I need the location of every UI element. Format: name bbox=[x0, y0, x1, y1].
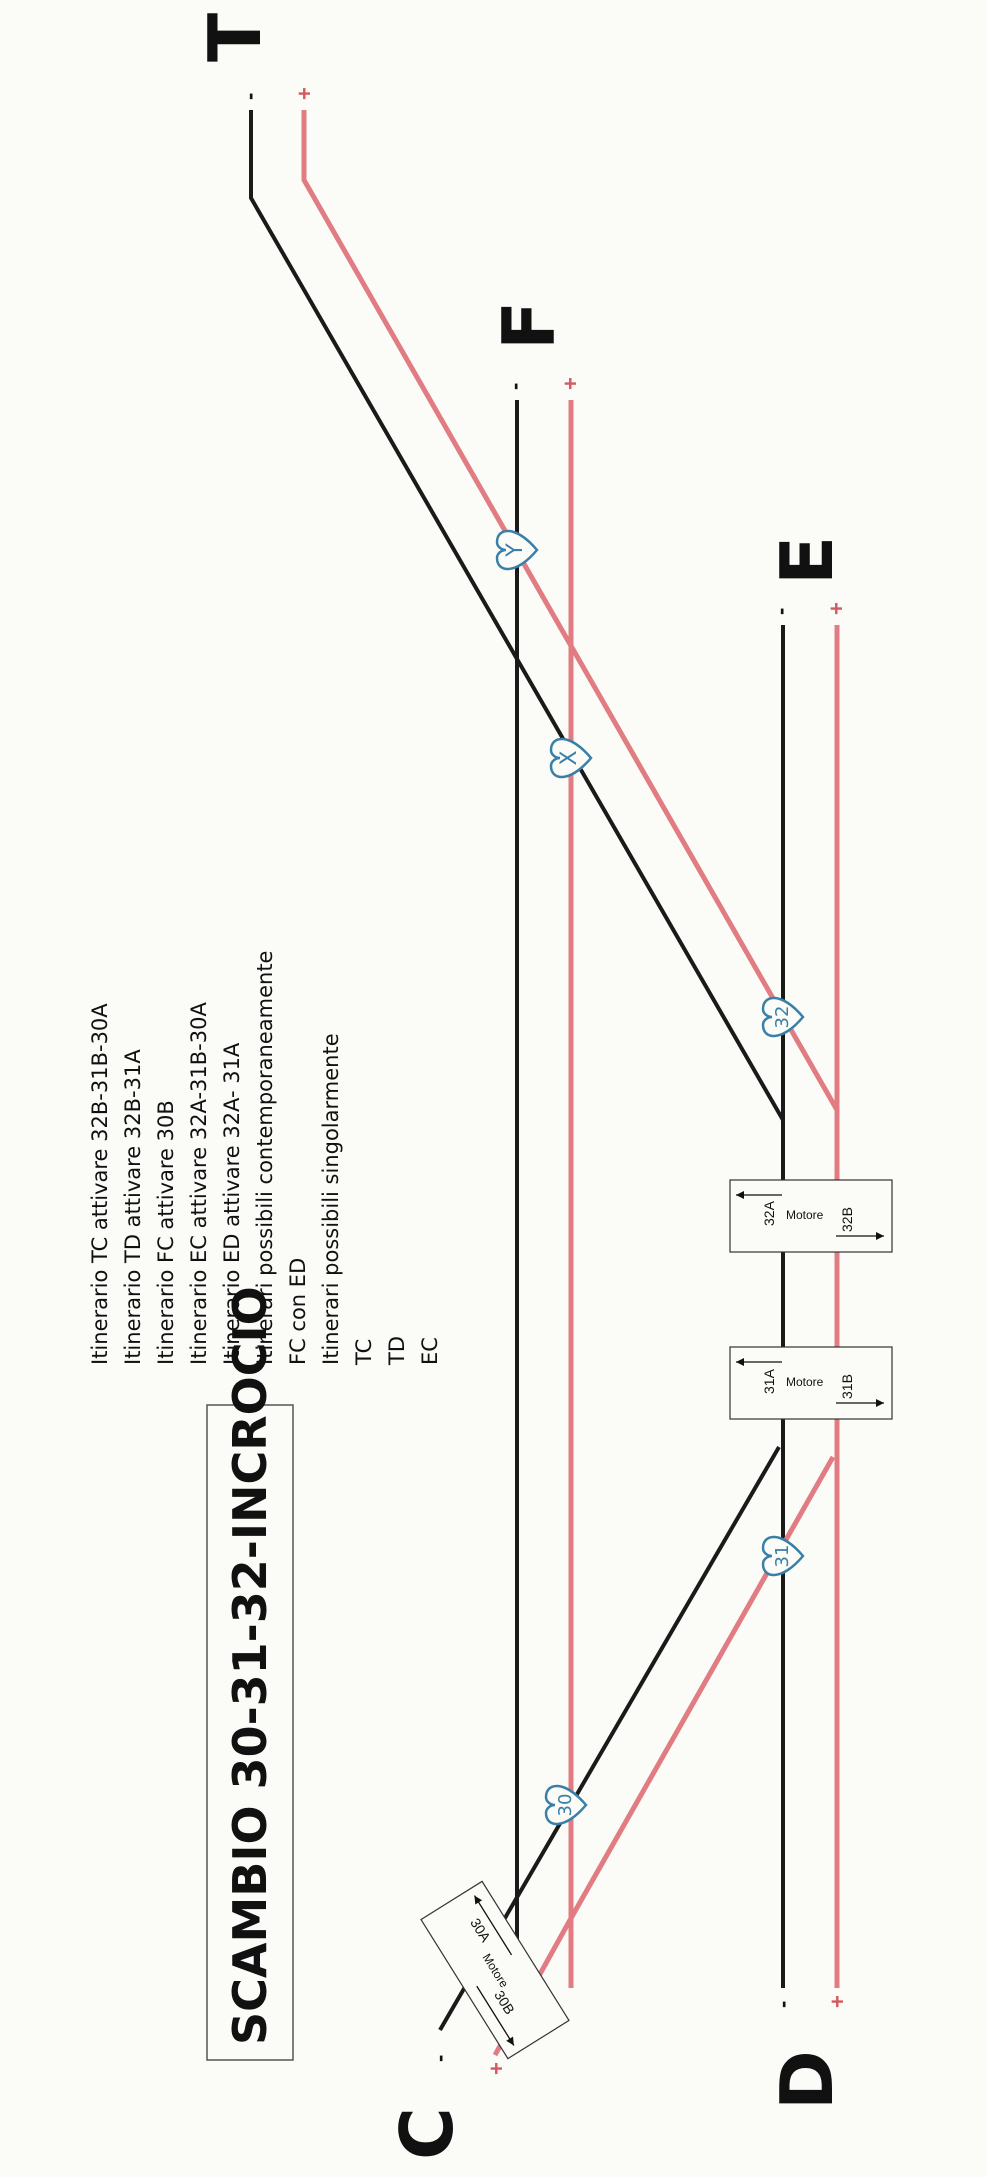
heart-icon bbox=[495, 529, 539, 571]
badge-31-label: 31 bbox=[772, 1545, 793, 1568]
heart-icon bbox=[544, 1784, 588, 1826]
motor-32-a-label: 32A bbox=[761, 1200, 777, 1226]
terminal-t-minus: - bbox=[237, 93, 262, 100]
motor-31-a-label: 31A bbox=[761, 1368, 777, 1394]
motor-32-label: Motore bbox=[786, 1208, 824, 1222]
motor-32: 32A Motore 32B bbox=[729, 1179, 893, 1253]
arrow-30a bbox=[473, 1895, 513, 1956]
rail-t-negative bbox=[249, 110, 785, 1121]
arrow-32a-head bbox=[736, 1191, 744, 1199]
page-title: SCAMBIO 30-31-32-INCROCIO bbox=[223, 1286, 277, 2045]
motor-31: 31A Motore 31B bbox=[729, 1346, 893, 1420]
negative-rails bbox=[249, 110, 785, 2032]
note-line: TD bbox=[385, 1336, 409, 1366]
terminal-f-minus: - bbox=[502, 383, 527, 390]
heart-icon bbox=[761, 1535, 805, 1577]
terminal-t: T - + bbox=[193, 13, 317, 100]
badge-y: Y bbox=[495, 529, 539, 571]
badge-32: 32 bbox=[761, 996, 805, 1038]
rail-t-positive bbox=[301, 110, 840, 1112]
arrow-32b-head bbox=[876, 1232, 884, 1240]
title-box: SCAMBIO 30-31-32-INCROCIO bbox=[206, 1286, 294, 2061]
motor-32-box bbox=[729, 1179, 893, 1253]
arrow-30a-head bbox=[474, 1895, 483, 1905]
motor-31-label: Motore bbox=[786, 1375, 824, 1389]
terminal-d-letter: D bbox=[765, 2050, 849, 2110]
arrow-30b-head bbox=[506, 2036, 514, 2046]
badge-30-label: 30 bbox=[555, 1794, 576, 1817]
terminal-c-letter: C bbox=[385, 2107, 469, 2160]
terminal-d-minus: - bbox=[770, 2001, 795, 2008]
terminal-e-plus: + bbox=[824, 602, 849, 615]
terminal-t-plus: + bbox=[292, 87, 317, 100]
arrow-31a-head bbox=[736, 1358, 744, 1366]
note-line: TC bbox=[352, 1339, 376, 1366]
terminal-c-minus: - bbox=[427, 2055, 452, 2062]
heart-icon bbox=[549, 737, 593, 779]
itinerary-notes: Itinerario TC attivare 32B-31B-30A Itine… bbox=[88, 951, 442, 1366]
terminal-f-letter: F bbox=[487, 301, 571, 350]
note-line: Itinerari possibili contemporaneamente bbox=[253, 951, 277, 1365]
badge-x: X bbox=[549, 737, 593, 779]
terminal-t-letter: T bbox=[193, 13, 277, 62]
motor-30: 30A Motore 30B bbox=[420, 1880, 570, 2060]
note-line: Itinerario ED attivare 32A- 31A bbox=[220, 1042, 244, 1365]
badge-x-label: X bbox=[557, 750, 582, 765]
note-line: FC con ED bbox=[286, 1258, 310, 1365]
motor-32-b-label: 32B bbox=[839, 1207, 855, 1232]
badge-30: 30 bbox=[544, 1784, 588, 1826]
arrow-31b-head bbox=[876, 1399, 884, 1407]
note-line: Itinerario EC attivare 32A-31B-30A bbox=[187, 1002, 211, 1365]
badge-32-label: 32 bbox=[772, 1006, 793, 1029]
note-line: EC bbox=[418, 1337, 442, 1365]
motor-31-b-label: 31B bbox=[839, 1374, 855, 1399]
terminal-c: C - + bbox=[385, 2055, 509, 2160]
motor-30-box bbox=[420, 1880, 570, 2060]
terminal-f: F - + bbox=[487, 301, 583, 390]
terminal-c-plus: + bbox=[484, 2062, 509, 2075]
terminal-d-plus: + bbox=[825, 1995, 850, 2008]
note-line: Itinerario TD attivare 32B-31A bbox=[121, 1049, 145, 1365]
terminal-f-plus: + bbox=[558, 377, 583, 390]
note-line: Itinerario FC attivare 30B bbox=[154, 1100, 178, 1365]
note-line: Itinerario TC attivare 32B-31B-30A bbox=[88, 1003, 112, 1365]
badge-31: 31 bbox=[761, 1535, 805, 1577]
badge-y-label: Y bbox=[503, 543, 528, 558]
terminal-d: D - + bbox=[765, 1995, 850, 2110]
heart-icon bbox=[761, 996, 805, 1038]
note-line: Itinerari possibili singolarmente bbox=[319, 1033, 343, 1365]
terminal-e-minus: - bbox=[768, 608, 793, 615]
motor-31-box bbox=[729, 1346, 893, 1420]
title-frame bbox=[206, 1404, 294, 2061]
terminal-e: E - + bbox=[765, 536, 849, 615]
terminal-e-letter: E bbox=[765, 536, 849, 585]
arrow-30b bbox=[476, 1985, 515, 2046]
positive-rails bbox=[301, 110, 840, 2057]
